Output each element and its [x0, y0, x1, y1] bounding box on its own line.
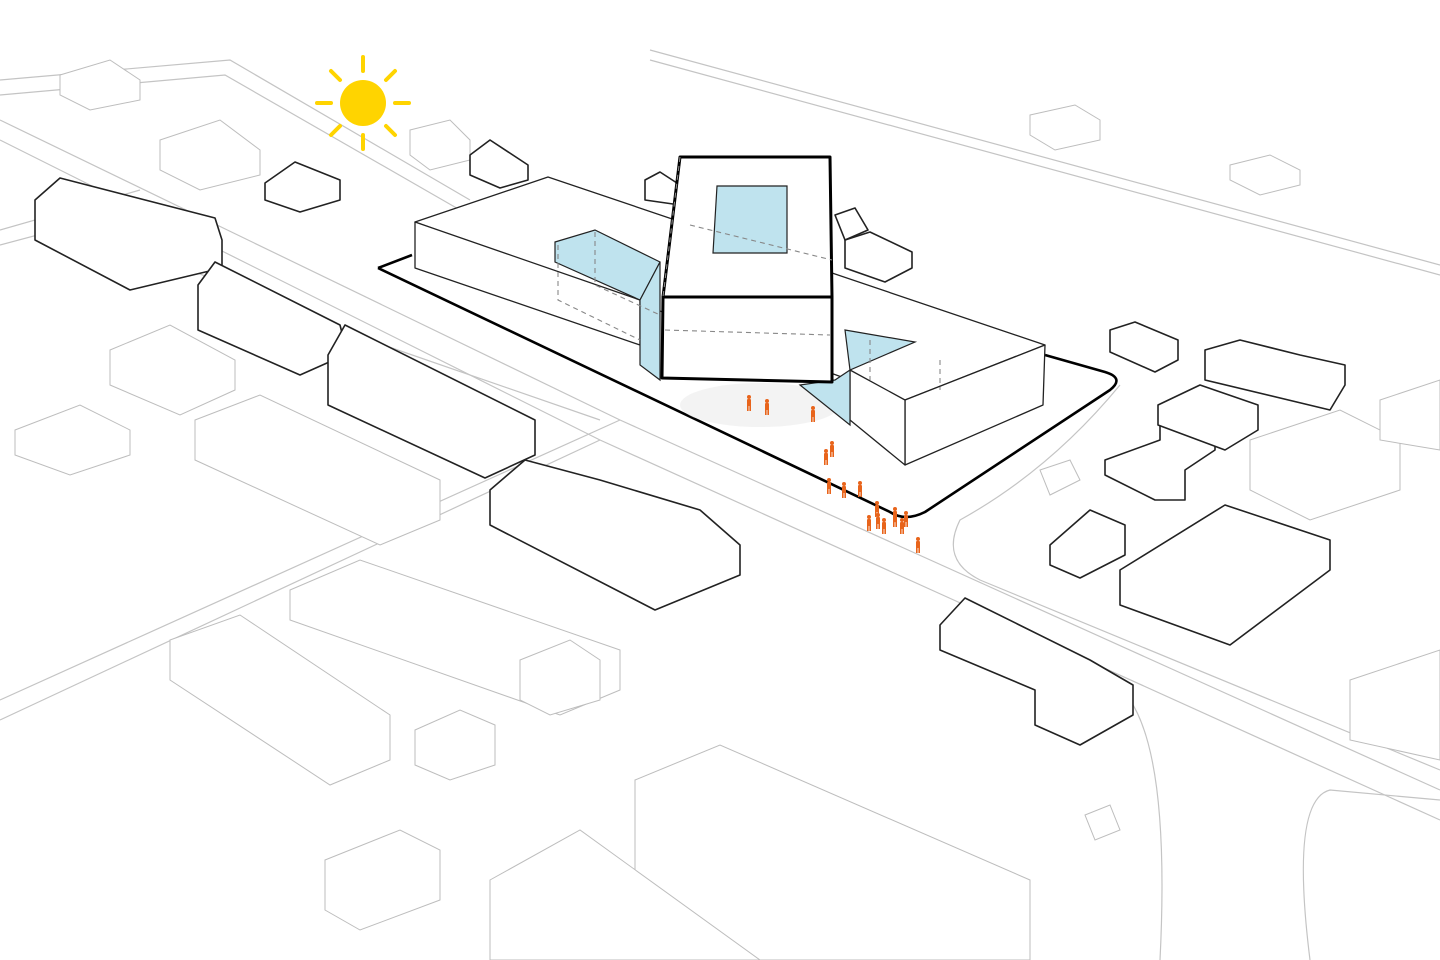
neighbour-buildings	[34, 139, 1346, 746]
person-icon	[893, 507, 897, 523]
person-icon	[904, 511, 908, 527]
person-icon	[876, 513, 880, 529]
person-icon	[747, 395, 751, 411]
person-icon	[916, 537, 920, 553]
people-group	[747, 395, 920, 553]
context-buildings	[14, 59, 1440, 960]
person-icon	[900, 518, 904, 534]
person-icon	[867, 515, 871, 531]
site-boundary	[377, 253, 1118, 519]
person-icon	[827, 478, 831, 494]
person-icon	[882, 518, 886, 534]
proposed-building	[414, 155, 1046, 466]
person-icon	[765, 399, 769, 415]
person-icon	[842, 482, 846, 498]
person-icon	[824, 449, 828, 465]
sun-icon	[315, 55, 411, 151]
person-icon	[811, 406, 815, 422]
person-icon	[830, 441, 834, 457]
person-icon	[858, 481, 862, 497]
